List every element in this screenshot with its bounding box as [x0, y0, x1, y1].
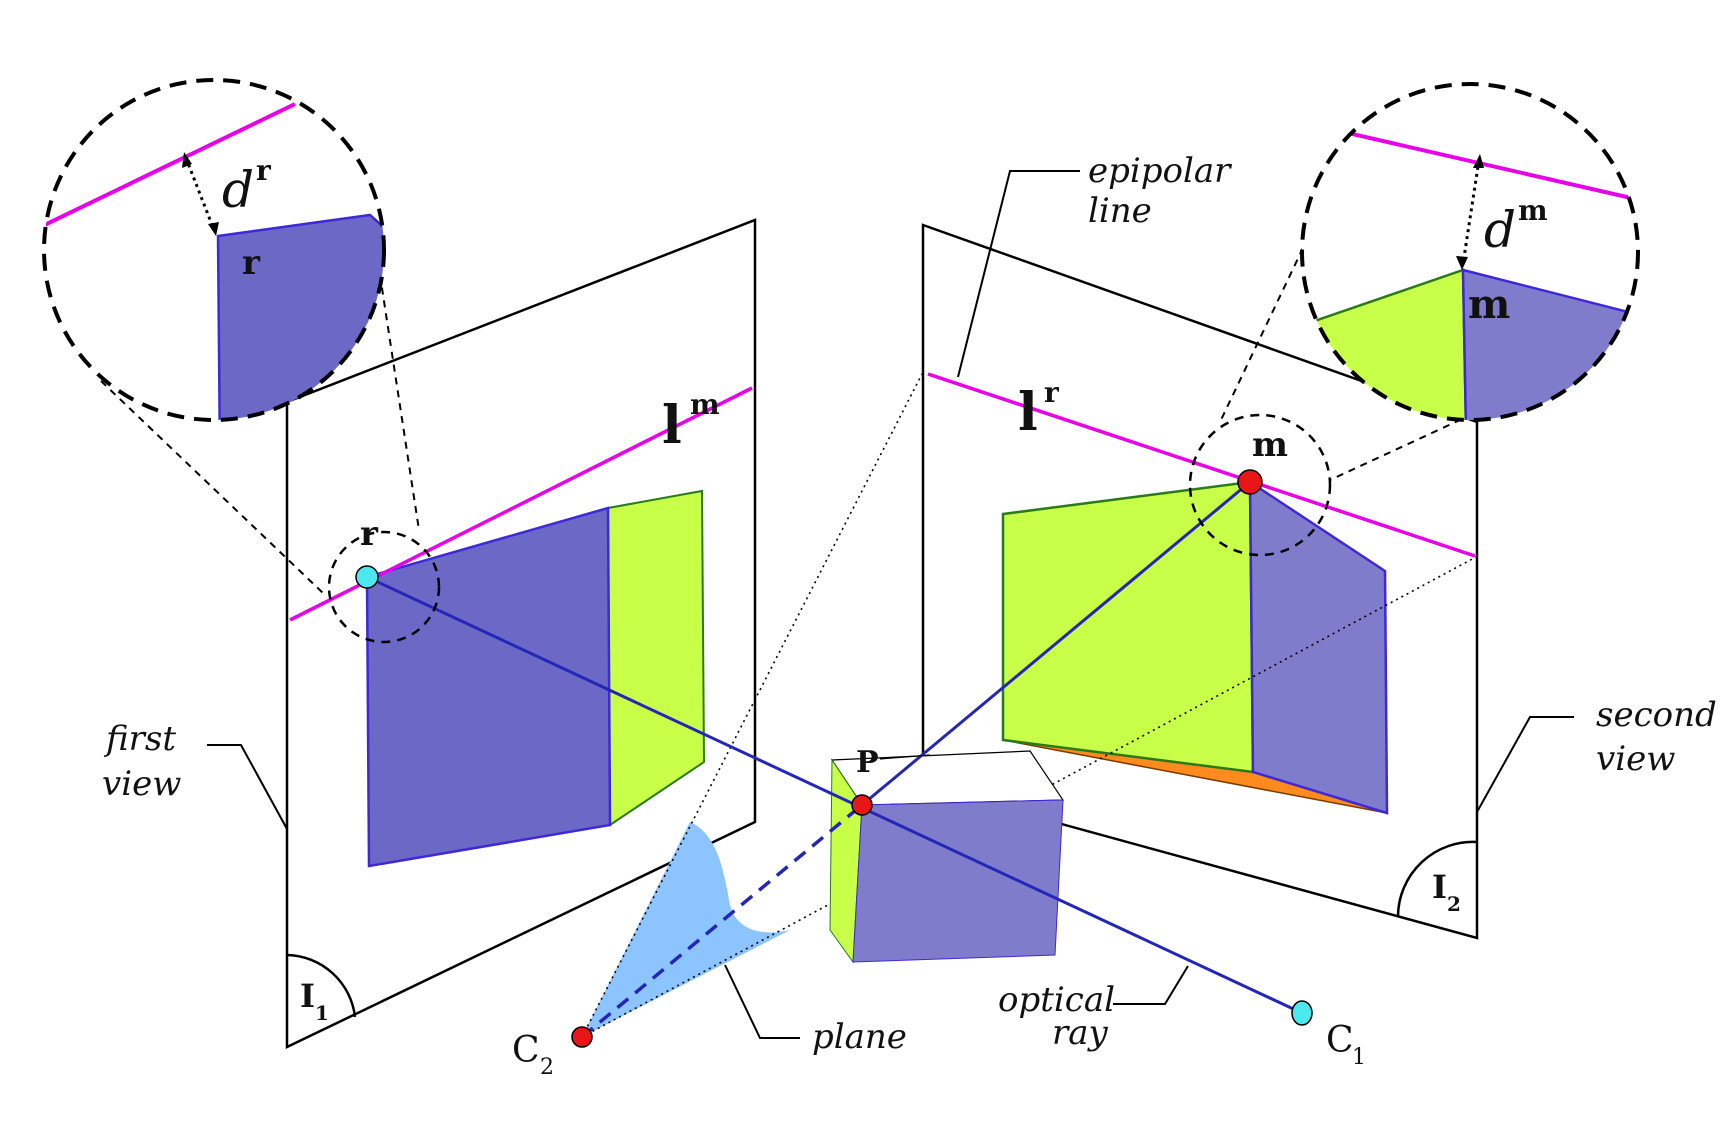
label-zoom-r: r: [242, 243, 261, 283]
label-camera1: C 1: [1326, 1020, 1366, 1070]
leader-second-view: [1476, 716, 1574, 813]
zoom-m-arrowhead-bottom: [1456, 256, 1468, 270]
label-optical-ray: ray: [1052, 1013, 1109, 1053]
label-epipolar-line: line: [1088, 191, 1152, 231]
first-view-purple-face: [365, 506, 612, 868]
leader-P: [879, 754, 931, 760]
svg-text:r: r: [1044, 376, 1060, 409]
svg-text:I: I: [1432, 868, 1447, 906]
label-dr: d r: [222, 154, 272, 219]
label-dm: d m: [1484, 194, 1548, 259]
camera-c2-point: [571, 1026, 593, 1048]
label-optical: optical: [998, 980, 1115, 1020]
zoom-lens-small-m: [1188, 413, 1332, 557]
point-r: [355, 565, 379, 589]
svg-text:d: d: [1484, 201, 1516, 259]
svg-text:l: l: [1018, 382, 1038, 443]
first-view-object: [365, 489, 706, 868]
label-point-r: r: [360, 514, 379, 554]
image2-angle-arc: [1396, 840, 1478, 917]
optical-ray-c2-dashed: [580, 803, 864, 1039]
zoom-r-arrowhead-top: [182, 152, 192, 168]
zoom-connector-m-1: [1219, 247, 1304, 423]
second-view-purple-face: [1248, 479, 1389, 815]
svg-text:2: 2: [1447, 892, 1461, 916]
camera-c1-point: [1291, 1000, 1313, 1026]
point-m: [1237, 469, 1263, 495]
label-image1: I 1: [300, 977, 329, 1025]
svg-text:C: C: [1326, 1020, 1354, 1061]
svg-text:m: m: [690, 388, 720, 421]
label-camera2: C 2: [512, 1030, 554, 1080]
label-point-m: m: [1252, 425, 1288, 465]
box-purple-face: [852, 799, 1064, 963]
label-second: second: [1596, 695, 1717, 735]
label-plane: plane: [812, 1017, 907, 1057]
label-lm: l m: [662, 388, 720, 456]
svg-text:l: l: [662, 395, 682, 456]
optical-ray-c2-solid: [861, 480, 1251, 807]
label-first: first: [103, 719, 176, 759]
plane-dotted-edge-1: [581, 373, 923, 1038]
second-view-green-face: [1001, 480, 1255, 774]
svg-text:I: I: [300, 977, 315, 1015]
epipolar-plane-shape: [582, 822, 790, 1037]
svg-text:r: r: [256, 154, 272, 187]
zoom-m-arrowhead-top: [1473, 154, 1484, 168]
second-view-object: [1001, 479, 1389, 815]
svg-text:C: C: [512, 1030, 540, 1071]
zoom-connector-m-2: [1329, 413, 1474, 481]
image1-angle-arc: [286, 953, 357, 1018]
leader-epipolar-line: [957, 170, 1080, 378]
optical-ray-c1: [366, 575, 1303, 1015]
label-first-view: view: [102, 764, 181, 804]
zoom-lens-small-r: [327, 530, 441, 644]
point-P: [851, 794, 873, 816]
leader-plane: [724, 964, 800, 1039]
svg-text:2: 2: [540, 1055, 554, 1080]
zoom-connector-r-2: [375, 248, 420, 531]
leader-first-view: [207, 744, 288, 830]
label-second-view: view: [1596, 739, 1675, 779]
zoom-r-epipolar-line: [44, 102, 296, 234]
svg-text:1: 1: [315, 1001, 329, 1025]
label-zoom-m: m: [1468, 281, 1510, 328]
label-point-P: P: [856, 745, 879, 780]
svg-text:1: 1: [1352, 1045, 1366, 1070]
zoom-r-distance-arrow: [184, 157, 216, 231]
plane-dotted-edge-2: [581, 556, 1477, 1038]
zoom-m-epipolar-line: [1302, 120, 1638, 202]
label-lr: l r: [1018, 376, 1060, 443]
scene-box: [829, 750, 1065, 964]
svg-text:d: d: [222, 161, 254, 219]
svg-text:m: m: [1518, 194, 1548, 227]
epipolar-line-lr: [927, 372, 1476, 558]
zoom-r-arrowhead-bottom: [208, 222, 219, 236]
leader-optical-ray: [1113, 965, 1189, 1005]
label-image2: I 2: [1432, 868, 1461, 916]
label-epipolar: epipolar: [1088, 151, 1232, 191]
